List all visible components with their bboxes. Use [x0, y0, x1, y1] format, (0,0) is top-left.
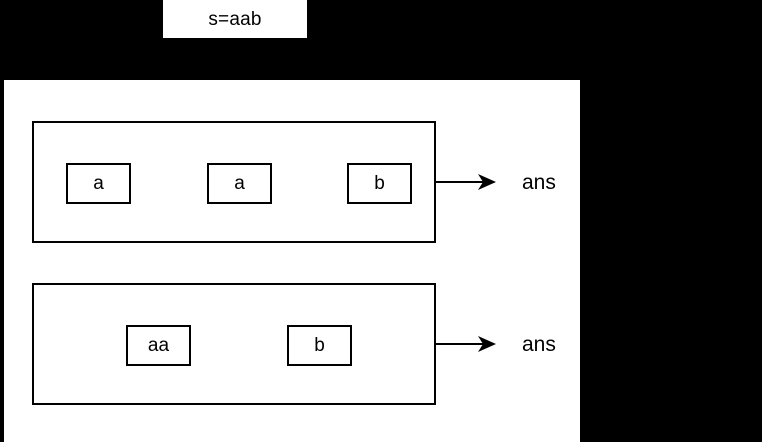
right-arrow-icon — [436, 171, 498, 193]
substring-text: b — [314, 335, 325, 356]
partition-group-2: aa b — [32, 283, 436, 405]
substring-text: a — [93, 173, 104, 194]
substring-box: a — [66, 163, 131, 204]
substring-text: aa — [147, 335, 170, 356]
result-label: ans — [522, 333, 556, 356]
substring-text: a — [234, 173, 245, 194]
substring-box: b — [347, 163, 412, 204]
result-label: ans — [522, 171, 556, 194]
input-string-label: s=aab — [163, 0, 307, 38]
input-string-text: s=aab — [208, 8, 262, 30]
right-arrow-icon — [436, 333, 498, 355]
diagram-canvas: a a b ans aa b ans — [2, 78, 580, 442]
substring-box: b — [287, 325, 352, 366]
substring-box: a — [207, 163, 272, 204]
substring-text: b — [374, 173, 385, 194]
substring-box: aa — [126, 325, 191, 366]
partition-group-1: a a b — [32, 121, 436, 243]
